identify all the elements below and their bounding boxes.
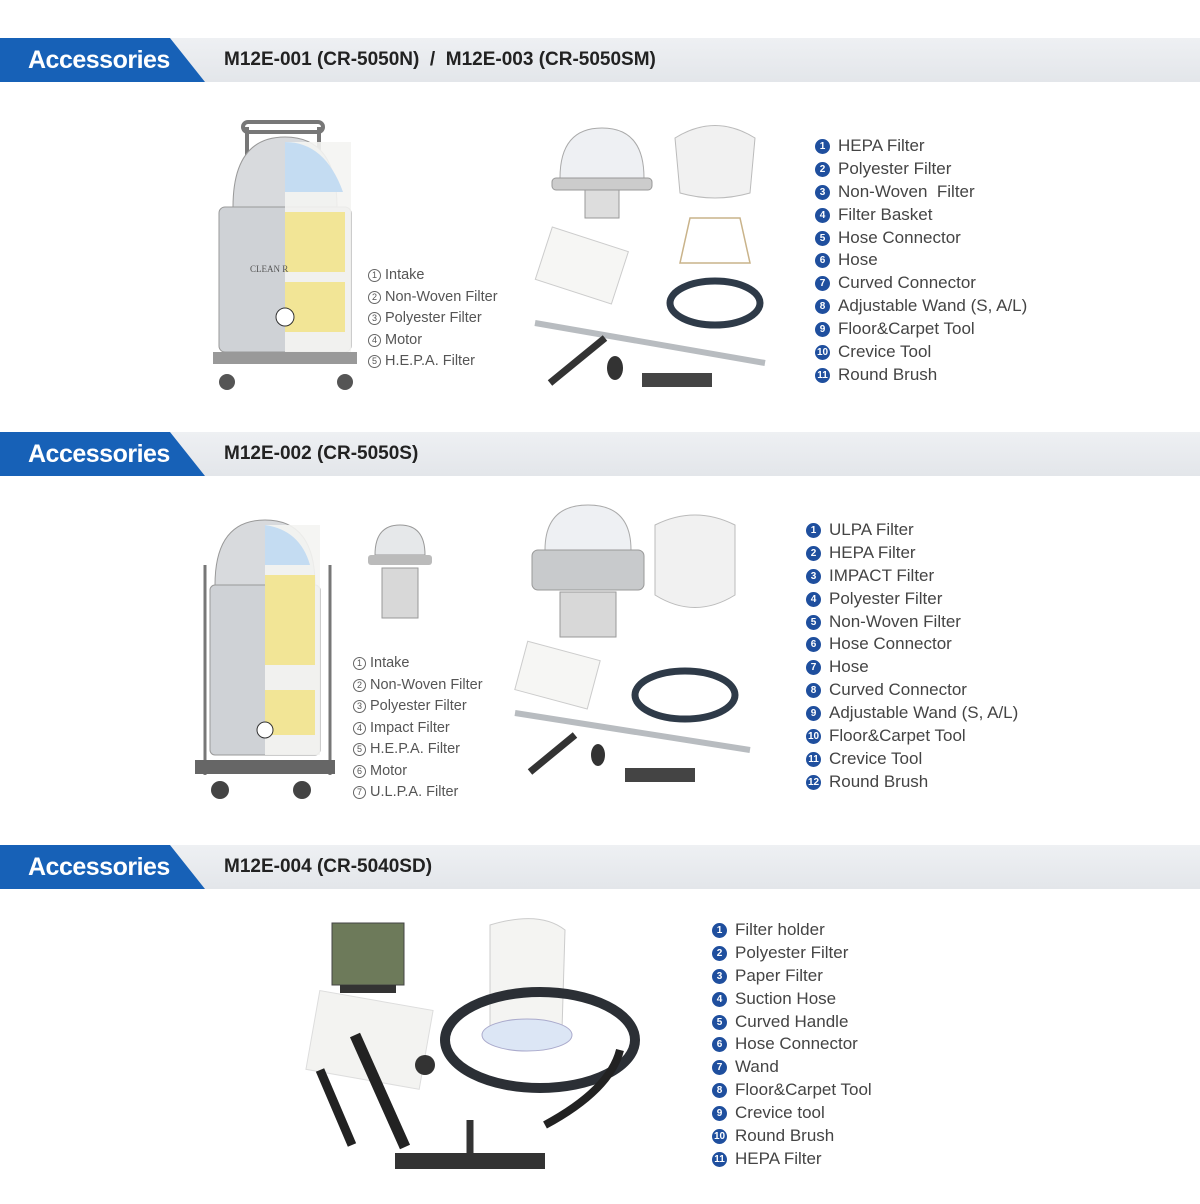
section-3-header: Accessories M12E-004 (CR-5040SD) <box>0 845 1200 889</box>
vacuum-cutaway-image: CLEAN R <box>213 120 357 390</box>
accessories-image <box>514 504 751 782</box>
section-tag: Accessories <box>0 845 205 889</box>
section-tag: Accessories <box>0 38 205 82</box>
accessories-image <box>534 125 766 387</box>
model-title: M12E-001 (CR-5050N) / M12E-003 (CR-5050S… <box>224 49 656 70</box>
machine-label: CLEAN R <box>250 264 288 274</box>
model-title: M12E-002 (CR-5050S) <box>224 443 419 464</box>
filter-stack-image <box>368 524 432 619</box>
model-title: M12E-004 (CR-5040SD) <box>224 856 433 877</box>
section-2-header: Accessories M12E-002 (CR-5050S) <box>0 432 1200 476</box>
section-tag: Accessories <box>0 432 205 476</box>
section-1-header: Accessories M12E-001 (CR-5050N) / M12E-0… <box>0 38 1200 82</box>
vacuum-cutaway-image <box>195 519 335 799</box>
accessories-image <box>305 918 640 1169</box>
